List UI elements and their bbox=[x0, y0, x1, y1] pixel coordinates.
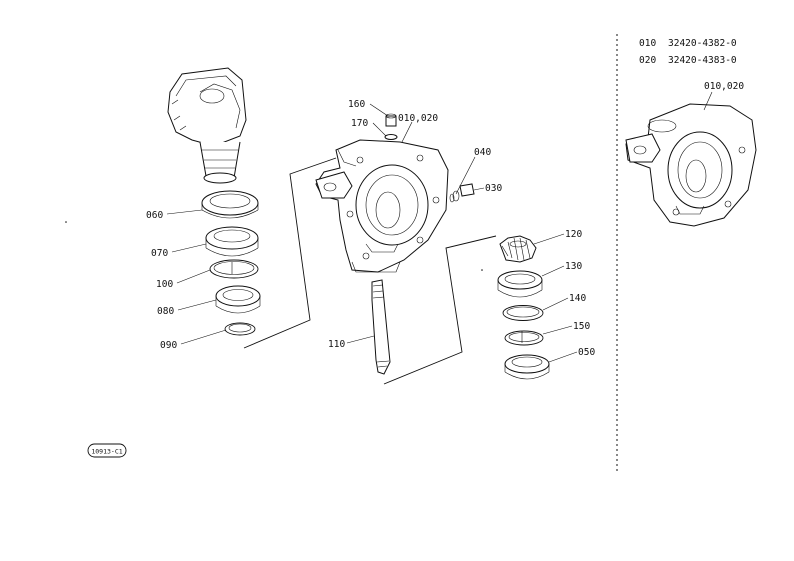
plug-160-drawing bbox=[384, 113, 398, 140]
label-030: 030 bbox=[485, 183, 502, 194]
label-070: 070 bbox=[151, 248, 168, 259]
ring-090-drawing bbox=[224, 322, 256, 336]
label-140: 140 bbox=[569, 293, 586, 304]
ring-140-drawing bbox=[502, 305, 544, 321]
bracket-left bbox=[243, 157, 337, 349]
label-010-020: 010,020 bbox=[398, 113, 438, 124]
gearbox-housing-drawing bbox=[315, 139, 449, 273]
part-table-ref-020: 020 bbox=[639, 55, 656, 66]
leader-lines bbox=[166, 91, 713, 363]
detail-housing-drawing bbox=[625, 103, 757, 227]
page-code: 10913-C1 bbox=[91, 448, 122, 456]
bevel-gear-120-drawing bbox=[499, 235, 537, 263]
label-010-020-detail: 010,020 bbox=[704, 81, 744, 92]
seal-060-drawing bbox=[201, 190, 259, 219]
part-table-ref-010: 010 bbox=[639, 38, 656, 49]
label-100: 100 bbox=[156, 279, 173, 290]
plug-030-drawing bbox=[449, 183, 475, 203]
label-130: 130 bbox=[565, 261, 582, 272]
bearing-130-drawing bbox=[497, 270, 543, 298]
label-120: 120 bbox=[565, 229, 582, 240]
label-160: 160 bbox=[348, 99, 365, 110]
bracket-right bbox=[383, 235, 497, 385]
part-table-no-010: 32420-4382-0 bbox=[668, 38, 737, 49]
bearing-070-drawing bbox=[205, 226, 259, 257]
page-code-badge: 10913-C1 bbox=[87, 443, 127, 458]
ring-100-drawing bbox=[209, 259, 259, 279]
label-060: 060 bbox=[146, 210, 163, 221]
part-labels: 160 170 010,020 040 030 060 070 100 080 … bbox=[146, 81, 744, 358]
shaft-110-drawing bbox=[371, 279, 391, 375]
seal-050-drawing bbox=[504, 354, 550, 380]
label-110: 110 bbox=[328, 339, 345, 350]
label-150: 150 bbox=[573, 321, 590, 332]
label-050: 050 bbox=[578, 347, 595, 358]
label-170: 170 bbox=[351, 118, 368, 129]
label-080: 080 bbox=[157, 306, 174, 317]
bearing-080-drawing bbox=[215, 285, 261, 314]
stray-dot bbox=[65, 221, 67, 223]
ring-150-drawing bbox=[504, 330, 544, 346]
part-table: 010 32420-4382-0 020 32420-4383-0 bbox=[639, 38, 737, 66]
label-040: 040 bbox=[474, 147, 491, 158]
label-090: 090 bbox=[160, 340, 177, 351]
upper-housing-drawing bbox=[167, 67, 247, 184]
stray-dot bbox=[481, 269, 483, 271]
part-table-no-020: 32420-4383-0 bbox=[668, 55, 737, 66]
